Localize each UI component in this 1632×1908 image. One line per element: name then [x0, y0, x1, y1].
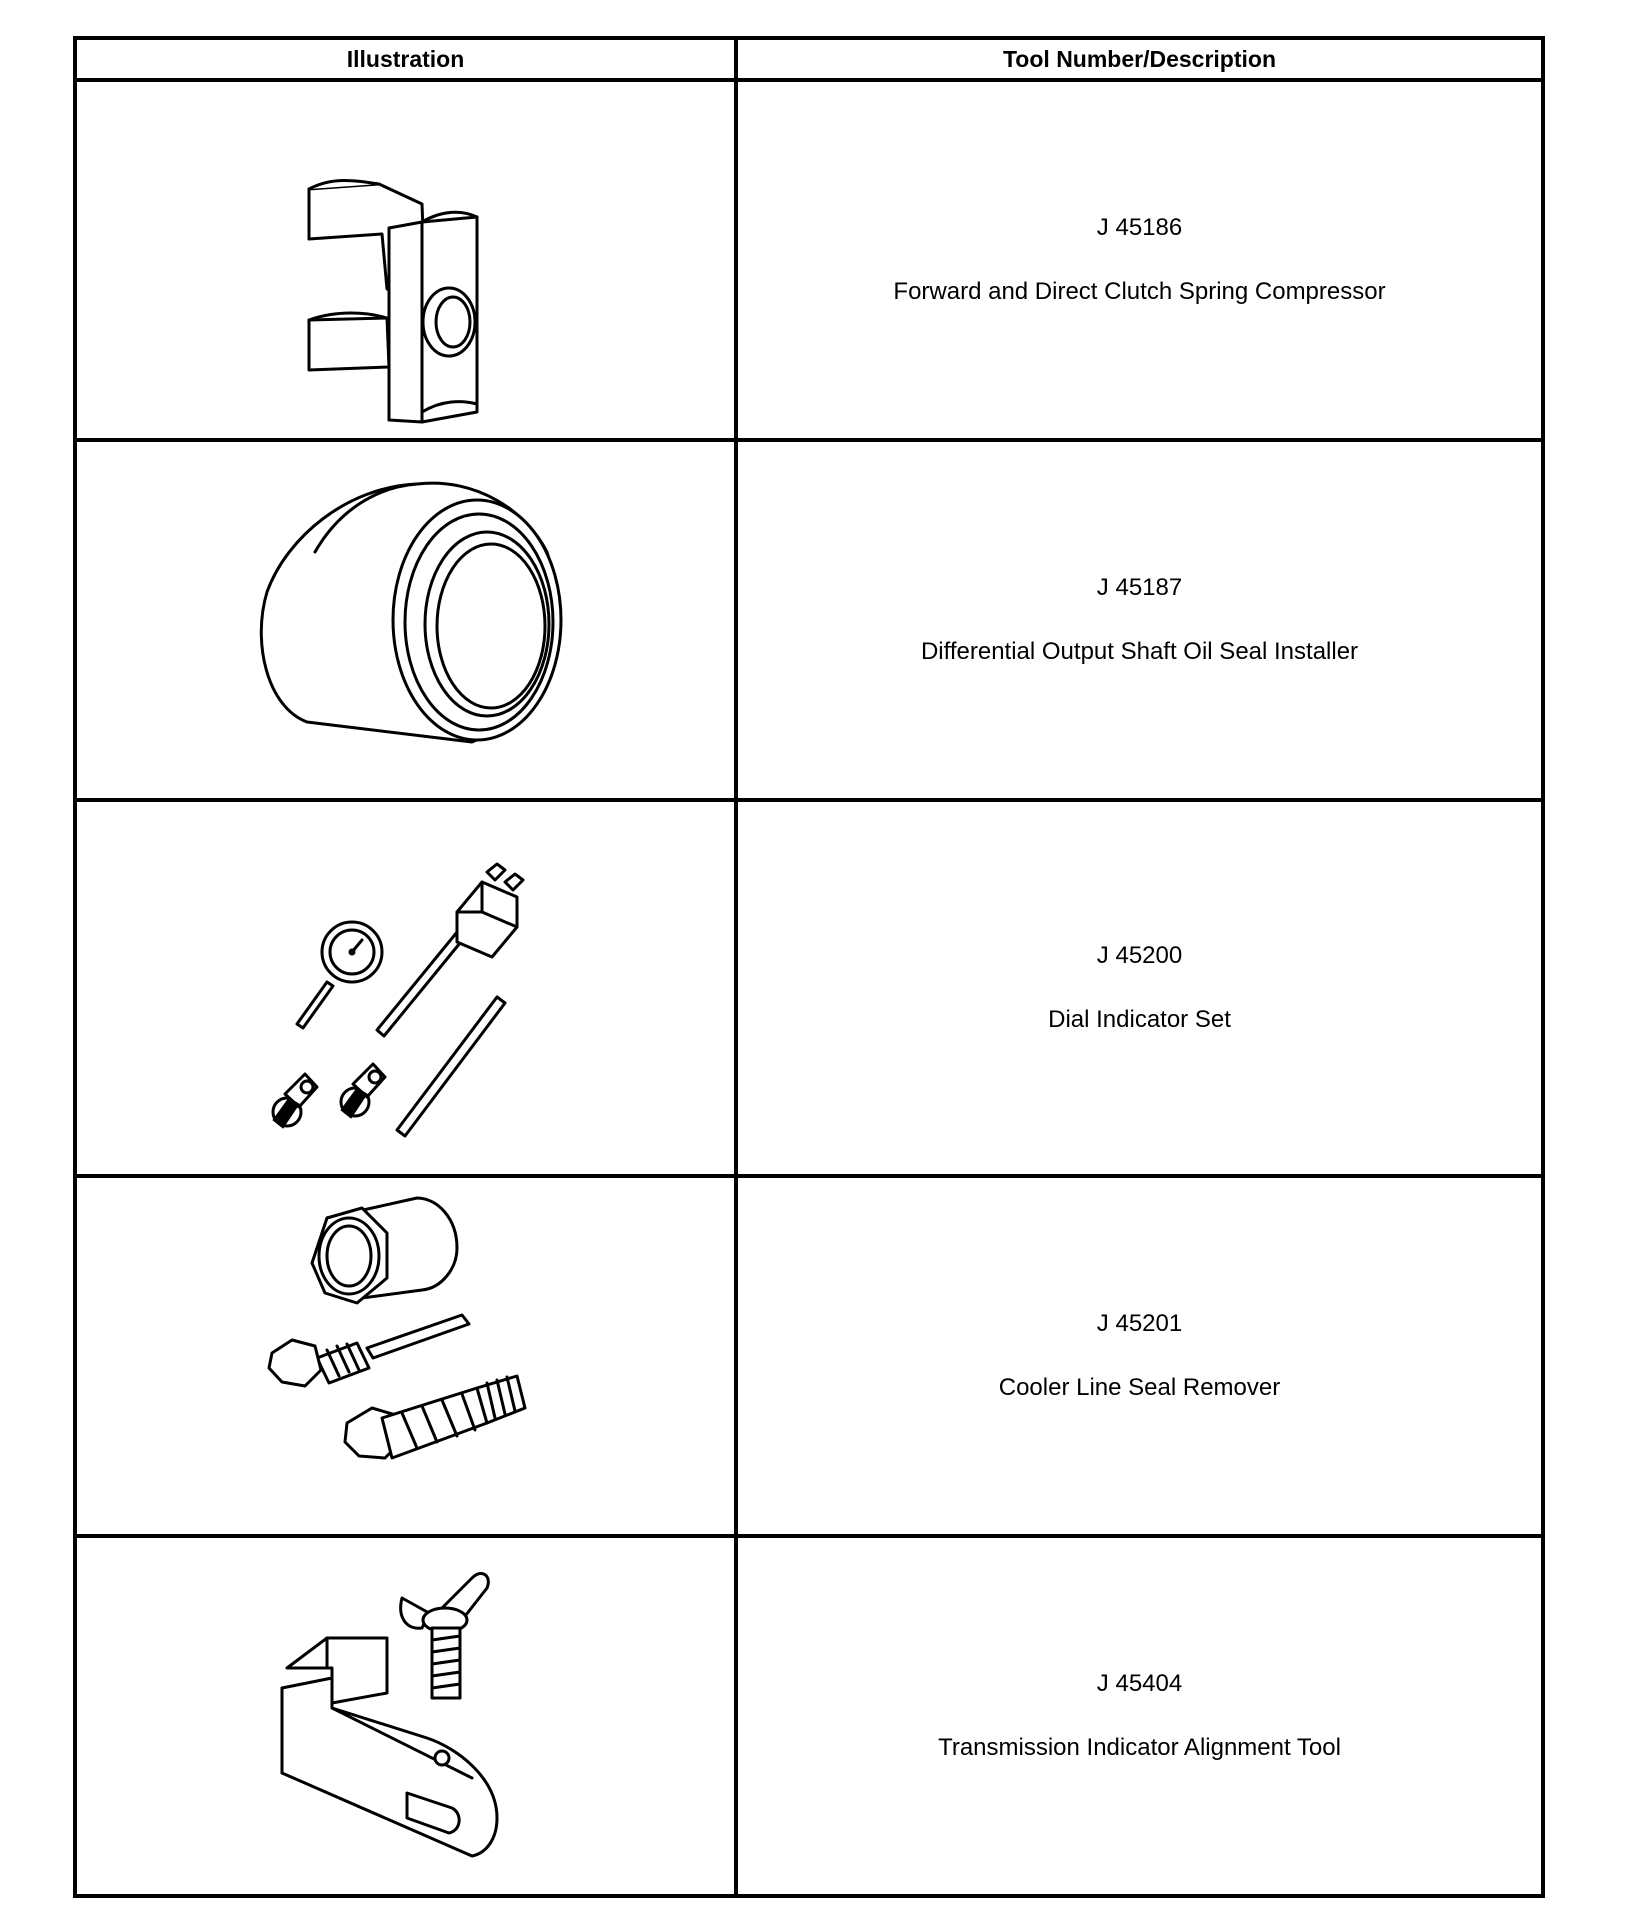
tool-description: Forward and Direct Clutch Spring Compres…	[893, 278, 1386, 305]
tool-number: J 45404	[1096, 1670, 1183, 1697]
table-row: J 45186 Forward and Direct Clutch Spring…	[73, 78, 1545, 442]
table-row: J 45404 Transmission Indicator Alignment…	[73, 1534, 1545, 1898]
tool-number: J 45201	[1096, 1310, 1183, 1337]
header-row: Illustration Tool Number/Description	[73, 36, 1545, 82]
dial-indicator-set-illustration	[271, 862, 525, 1138]
alignment-tool-illustration	[280, 1572, 499, 1858]
illustration-cell	[73, 1534, 738, 1898]
tool-info-cell: J 45201 Cooler Line Seal Remover	[734, 1174, 1545, 1538]
tool-number: J 45187	[1096, 574, 1183, 601]
illustration-cell	[73, 798, 738, 1178]
tool-number: J 45200	[1096, 942, 1183, 969]
illustration-cell	[73, 438, 738, 802]
tool-description: Dial Indicator Set	[1048, 1006, 1231, 1033]
oil-seal-installer-illustration	[259, 481, 563, 744]
tool-info-cell: J 45187 Differential Output Shaft Oil Se…	[734, 438, 1545, 802]
special-tools-table: Illustration Tool Number/Description	[73, 36, 1545, 1898]
cooler-line-seal-remover-illustration	[267, 1196, 527, 1460]
tool-info-cell: J 45404 Transmission Indicator Alignment…	[734, 1534, 1545, 1898]
illustration-cell	[73, 78, 738, 442]
tool-info-cell: J 45186 Forward and Direct Clutch Spring…	[734, 78, 1545, 442]
illustration-cell	[73, 1174, 738, 1538]
table-row: J 45200 Dial Indicator Set	[73, 798, 1545, 1178]
tool-info-cell: J 45200 Dial Indicator Set	[734, 798, 1545, 1178]
header-illustration: Illustration	[73, 36, 738, 82]
tool-number: J 45186	[1096, 214, 1183, 241]
table-row: J 45187 Differential Output Shaft Oil Se…	[73, 438, 1545, 802]
table-row: J 45201 Cooler Line Seal Remover	[73, 1174, 1545, 1538]
header-tool-number-description: Tool Number/Description	[734, 36, 1545, 82]
tool-description: Differential Output Shaft Oil Seal Insta…	[920, 638, 1359, 665]
clutch-spring-compressor-illustration	[307, 178, 479, 424]
tool-description: Transmission Indicator Alignment Tool	[938, 1734, 1341, 1761]
tool-description: Cooler Line Seal Remover	[998, 1374, 1281, 1401]
